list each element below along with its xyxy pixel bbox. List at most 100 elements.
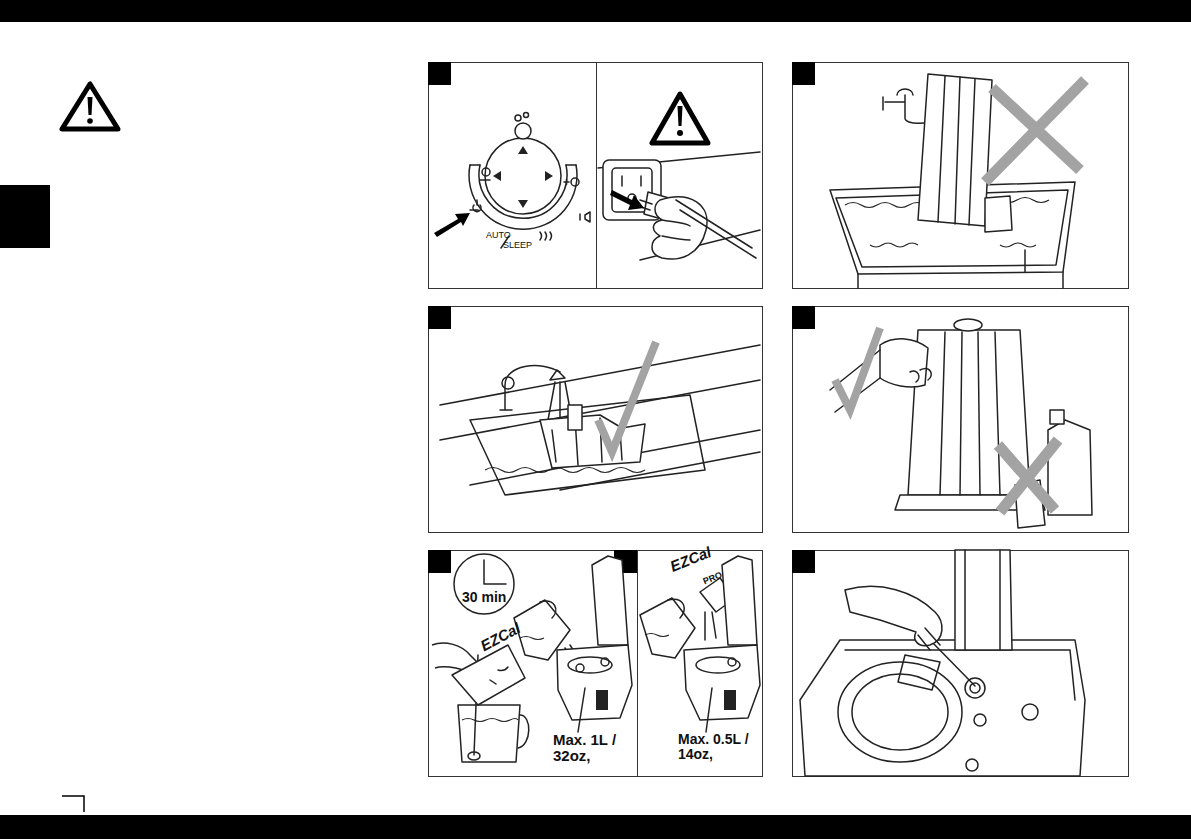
product-variant: PRO xyxy=(702,571,724,587)
page-bar xyxy=(0,0,1191,22)
product-name: EZCal xyxy=(668,544,713,575)
control-dial xyxy=(434,213,470,237)
warning-symbol xyxy=(87,118,93,124)
brush-clean xyxy=(930,640,975,686)
step-number-box xyxy=(792,62,815,85)
dial-mode-label: SLEEP xyxy=(503,241,532,251)
wipe-housing xyxy=(998,440,1058,512)
step-number-box xyxy=(792,306,815,329)
page-bar xyxy=(62,796,84,812)
panel-frame xyxy=(429,63,763,289)
tank-in-sink xyxy=(882,97,884,110)
page-bar xyxy=(0,185,50,248)
product-name: EZCal xyxy=(478,620,523,654)
control-dial xyxy=(571,178,579,186)
brush-clean xyxy=(800,640,1085,776)
descale-illustration xyxy=(596,690,608,710)
rinse-base xyxy=(598,342,656,452)
panel-frame xyxy=(793,307,1129,533)
unplug-illustration xyxy=(678,106,683,126)
descale-illustration xyxy=(576,664,584,672)
control-dial xyxy=(515,123,531,139)
descale-pro-illustration xyxy=(696,657,740,673)
control-dial xyxy=(470,200,481,212)
control-dial xyxy=(482,168,490,176)
control-dial xyxy=(524,113,529,118)
descale-pro-illustration xyxy=(640,556,760,732)
descale-pro-illustration xyxy=(684,645,760,720)
panel-frame xyxy=(637,551,638,777)
wipe-housing xyxy=(1050,410,1064,424)
unplug-illustration xyxy=(652,197,707,259)
rinse-base xyxy=(502,377,514,389)
timer-label: 30 min xyxy=(462,590,506,605)
descale-illustration xyxy=(520,637,544,640)
descale-illustration xyxy=(518,715,529,748)
step-number-box xyxy=(428,62,815,573)
control-dial xyxy=(493,146,553,208)
descale-illustration xyxy=(458,705,520,762)
tank-in-sink xyxy=(830,74,1085,288)
descale-illustration xyxy=(452,645,525,705)
tank-in-sink xyxy=(857,274,859,288)
tank-in-sink xyxy=(985,196,1012,232)
descale-illustration xyxy=(601,658,609,666)
control-dial xyxy=(580,212,590,222)
dial-mode-label: AUTO xyxy=(486,231,511,241)
panel-frame xyxy=(429,551,763,777)
panel-frame xyxy=(793,63,1129,289)
panel-frame xyxy=(793,551,1129,777)
descale-illustration xyxy=(490,667,508,684)
brush-clean xyxy=(970,683,980,693)
unplug-illustration xyxy=(610,190,644,210)
descale-pro-illustration xyxy=(640,598,695,658)
wipe-housing xyxy=(1048,420,1092,515)
brush-clean xyxy=(966,759,978,771)
control-dial xyxy=(540,232,552,240)
brush-clean xyxy=(918,628,940,650)
descale-illustration xyxy=(432,554,632,762)
rinse-base xyxy=(550,370,565,380)
unplug-illustration xyxy=(662,220,690,240)
step-number-box xyxy=(792,550,815,573)
unplug-illustration xyxy=(598,94,760,260)
panel-frame xyxy=(429,63,1129,777)
wipe-housing xyxy=(910,369,931,382)
wipe-housing xyxy=(880,339,928,387)
unplug-illustration xyxy=(676,200,756,258)
rinse-base xyxy=(485,468,645,473)
step-number-box xyxy=(428,550,451,573)
panel-frame xyxy=(596,63,597,289)
step-number-box xyxy=(428,306,451,329)
control-dial xyxy=(564,180,569,185)
descale-pro-illustration xyxy=(706,688,712,732)
rinse-base xyxy=(568,405,582,430)
control-dial xyxy=(434,113,590,249)
brush-clean xyxy=(845,586,942,645)
descale-illustration xyxy=(468,752,480,760)
wipe-housing xyxy=(835,328,880,410)
descale-pro-illustration xyxy=(722,556,757,645)
brush-clean xyxy=(955,550,1012,650)
control-dial xyxy=(480,179,490,181)
brush-clean xyxy=(965,550,1000,650)
tank-in-sink xyxy=(1024,250,1026,272)
brush-clean xyxy=(965,678,985,698)
tank-in-sink xyxy=(1062,272,1064,288)
descale-illustration xyxy=(540,601,556,618)
tank-in-sink xyxy=(985,80,1085,182)
tank-in-sink xyxy=(938,76,975,225)
descale-illustration xyxy=(592,556,628,645)
descale-illustration xyxy=(484,560,506,584)
control-dial xyxy=(515,115,521,121)
brush-clean xyxy=(1022,704,1038,720)
warning-symbol xyxy=(62,84,118,129)
page-bar xyxy=(0,815,1191,839)
brush-clean xyxy=(800,550,1085,776)
descale-pro-illustration xyxy=(728,658,736,666)
step-number-box xyxy=(428,62,451,85)
descale-illustration xyxy=(462,719,518,722)
